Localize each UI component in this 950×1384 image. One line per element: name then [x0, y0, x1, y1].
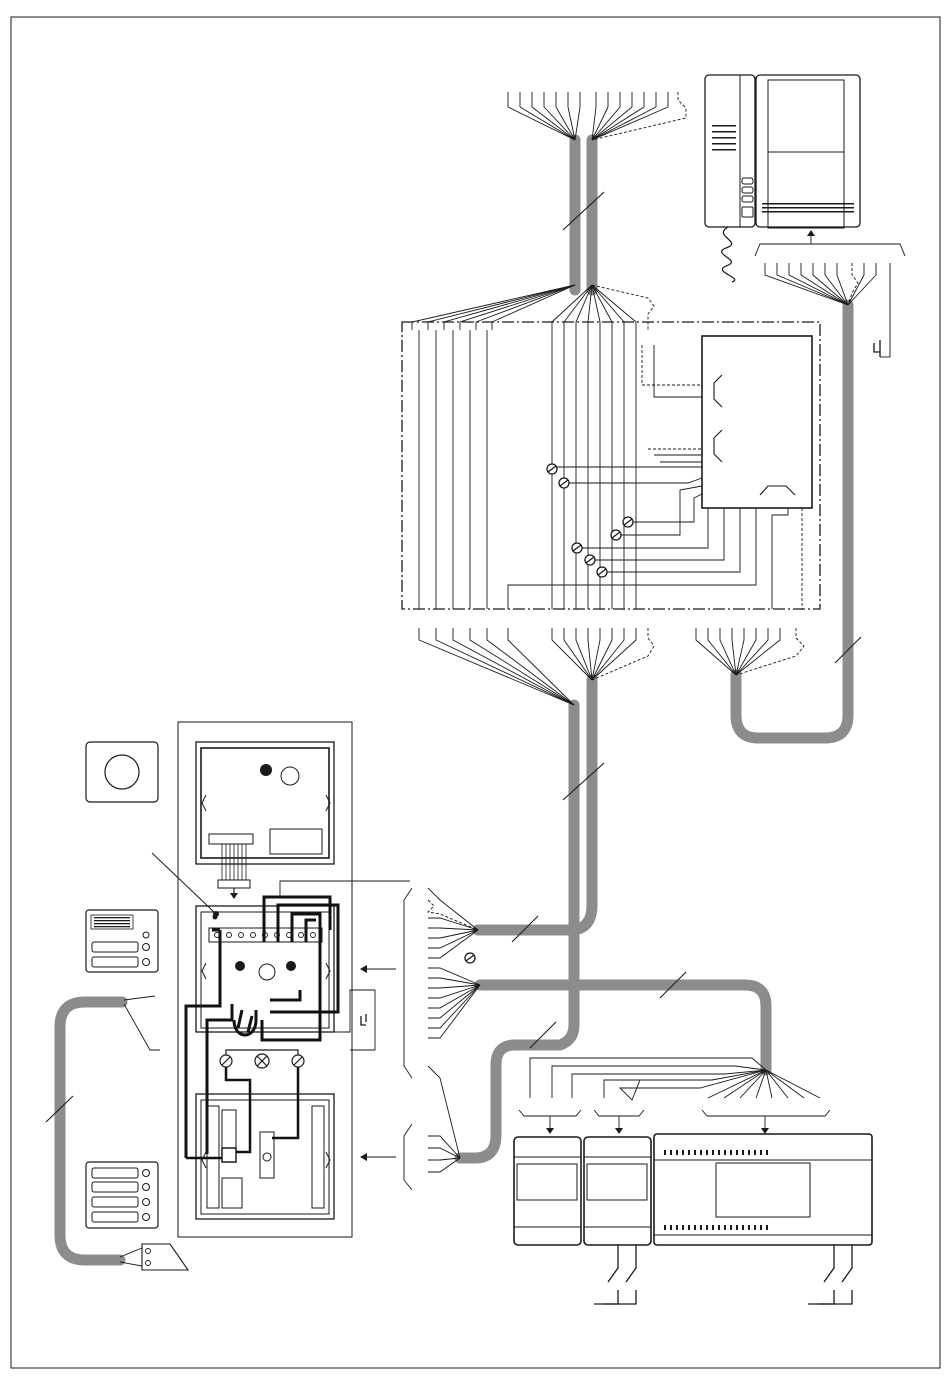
control-unit [654, 1134, 872, 1245]
push-button-knob [105, 755, 139, 789]
camera-connector [209, 834, 253, 844]
control-module [702, 336, 812, 508]
camera-screw [260, 764, 272, 776]
terminal-block [222, 1148, 236, 1162]
power-supply-unit-1 [514, 1137, 581, 1245]
monitor-vent [762, 203, 854, 213]
button-panel [86, 1162, 158, 1228]
volume-knob-left [235, 961, 245, 971]
camera-lens [281, 767, 299, 785]
microphone-hole [259, 964, 275, 980]
power-supply-unit-2 [584, 1137, 651, 1245]
speaker-panel [86, 910, 158, 972]
door-station [152, 722, 375, 1237]
handset-buttons [742, 178, 753, 217]
ribbon-cable [222, 844, 246, 882]
door-fan-screw [465, 953, 475, 963]
volume-knob-right [286, 961, 296, 971]
handset-body [705, 75, 755, 227]
push-button-device [86, 742, 158, 802]
ribbon-plug [218, 880, 250, 888]
